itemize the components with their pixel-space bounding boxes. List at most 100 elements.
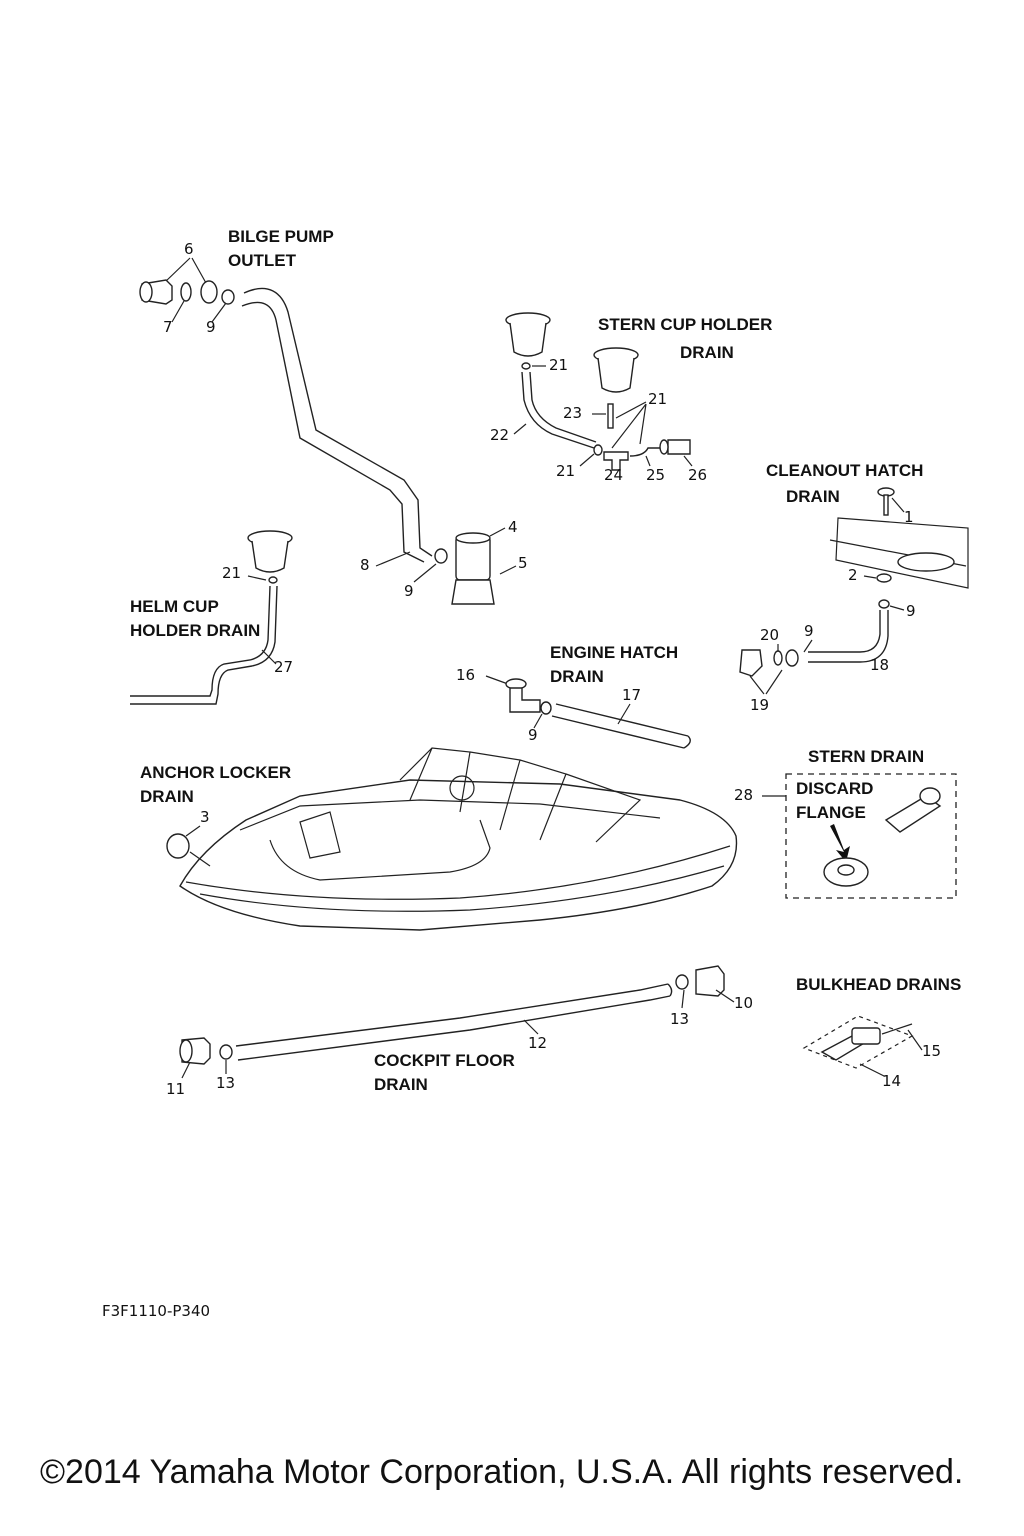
stern-tee-24 bbox=[603, 451, 629, 471]
callout-27: 27 bbox=[274, 658, 293, 676]
callout-20: 20 bbox=[760, 626, 779, 644]
bilge-pump-top bbox=[455, 532, 491, 544]
engine-drain-clamp bbox=[540, 701, 552, 715]
callout-21c: 21 bbox=[556, 462, 575, 480]
callout-9c: 9 bbox=[804, 622, 814, 640]
stern-drain-label: STERN DRAIN bbox=[808, 747, 924, 766]
callout-9e: 9 bbox=[528, 726, 538, 744]
leader-16 bbox=[485, 675, 509, 685]
cleanout-hatch-group: CLEANOUT HATCH DRAIN 1 2 9 18 20 9 19 bbox=[739, 461, 969, 714]
stern-drain-plug-head bbox=[919, 787, 941, 805]
boat-hull bbox=[179, 779, 738, 931]
callout-12: 12 bbox=[528, 1034, 547, 1052]
boat-stripe bbox=[199, 865, 725, 912]
stern-cup-2-body bbox=[597, 357, 635, 393]
leader-15 bbox=[907, 1029, 923, 1051]
thru-hull-fitting-end bbox=[139, 281, 153, 303]
leader-13a bbox=[681, 989, 685, 1009]
engine-hatch-label-1: ENGINE HATCH bbox=[550, 643, 678, 662]
callout-9b: 9 bbox=[906, 602, 916, 620]
callout-5: 5 bbox=[518, 554, 528, 572]
leader-26 bbox=[683, 455, 693, 467]
cockpit-floor-label-1: COCKPIT FLOOR bbox=[374, 1051, 515, 1070]
callout-19: 19 bbox=[750, 696, 769, 714]
helm-cup-body bbox=[251, 540, 289, 573]
cockpit-floor-group: 10 13 12 11 13 COCKPIT FLOOR DRAIN bbox=[166, 965, 753, 1098]
cockpit-hose-end bbox=[667, 983, 673, 997]
cleanout-elbow-fitting bbox=[739, 649, 763, 677]
cockpit-clamp-b bbox=[219, 1044, 233, 1060]
anchor-locker-label-2: DRAIN bbox=[140, 787, 194, 806]
cleanout-hose-b bbox=[808, 610, 889, 663]
callout-10: 10 bbox=[734, 994, 753, 1012]
leader-22 bbox=[513, 423, 527, 435]
stern-drain-group: STERN DRAIN DISCARD FLANGE 28 bbox=[734, 747, 957, 899]
engine-hose-17 bbox=[551, 703, 689, 749]
callout-21d: 21 bbox=[222, 564, 241, 582]
leader-9b bbox=[889, 605, 905, 611]
leader-21d bbox=[247, 575, 267, 581]
cockpit-clamp-a bbox=[675, 974, 689, 990]
hose-clamp bbox=[221, 289, 235, 305]
leader-5 bbox=[499, 565, 517, 575]
stern-hose-22-b bbox=[529, 371, 597, 443]
cockpit-hose-b bbox=[237, 995, 671, 1061]
callout-26: 26 bbox=[688, 466, 707, 484]
bulkhead-screw bbox=[881, 1023, 913, 1035]
stern-cup-holder-label-1: STERN CUP HOLDER bbox=[598, 315, 772, 334]
cleanout-screw-shank bbox=[883, 494, 889, 516]
callout-25: 25 bbox=[646, 466, 665, 484]
leader-8 bbox=[375, 551, 411, 567]
stern-cup-1-clamp bbox=[521, 362, 531, 370]
callout-9: 9 bbox=[206, 318, 216, 336]
stern-clamp-21c bbox=[593, 444, 603, 456]
leader-6 bbox=[163, 257, 207, 284]
callout-21b: 21 bbox=[648, 390, 667, 408]
boat-illustration bbox=[179, 747, 738, 931]
leader-14 bbox=[859, 1063, 885, 1077]
leader-4 bbox=[489, 527, 506, 537]
anchor-plug bbox=[166, 833, 190, 859]
callout-15: 15 bbox=[922, 1042, 941, 1060]
boat-steering-wheel bbox=[449, 775, 475, 801]
callout-17: 17 bbox=[622, 686, 641, 704]
leader-3 bbox=[185, 825, 201, 837]
cleanout-deck-panel bbox=[835, 517, 969, 589]
gasket bbox=[180, 282, 192, 302]
callout-11: 11 bbox=[166, 1080, 185, 1098]
stern-hose-25 bbox=[629, 447, 660, 457]
helm-cup-holder-group: HELM CUP HOLDER DRAIN 21 27 bbox=[130, 530, 293, 705]
cleanout-gasket bbox=[876, 573, 892, 583]
stern-fitting-26 bbox=[667, 439, 691, 455]
callout-1: 1 bbox=[904, 508, 914, 526]
callout-22: 22 bbox=[490, 426, 509, 444]
callout-24: 24 bbox=[604, 466, 623, 484]
cleanout-hatch-label-2: DRAIN bbox=[786, 487, 840, 506]
engine-drain-elbow bbox=[509, 687, 541, 713]
stern-tube-23 bbox=[607, 403, 614, 429]
discard-arrow bbox=[830, 824, 850, 862]
anchor-locker-group: ANCHOR LOCKER DRAIN 3 bbox=[140, 763, 291, 867]
callout-13b: 13 bbox=[216, 1074, 235, 1092]
cockpit-fitting-11-flange bbox=[179, 1039, 193, 1063]
cockpit-floor-label-2: DRAIN bbox=[374, 1075, 428, 1094]
bilge-hose-outline-b bbox=[241, 301, 425, 563]
bulkhead-drains-group: BULKHEAD DRAINS 15 14 bbox=[796, 975, 961, 1090]
stern-drain-box bbox=[785, 773, 957, 899]
engine-hatch-group: ENGINE HATCH DRAIN 16 9 17 bbox=[456, 643, 691, 749]
discard-label: DISCARD bbox=[796, 779, 873, 798]
helm-cup-holder-label-1: HELM CUP bbox=[130, 597, 219, 616]
leader-19 bbox=[749, 669, 783, 695]
stern-drain-flange-hole bbox=[837, 864, 855, 876]
cleanout-hatch-label-1: CLEANOUT HATCH bbox=[766, 461, 923, 480]
leader-21c bbox=[579, 453, 595, 467]
cleanout-hose-a bbox=[808, 610, 881, 653]
stern-drain-plug bbox=[884, 795, 942, 833]
callout-3: 3 bbox=[200, 808, 210, 826]
boat-windshield bbox=[399, 747, 642, 843]
leader-12 bbox=[523, 1019, 539, 1035]
cleanout-clamp bbox=[878, 599, 890, 609]
leader-11 bbox=[181, 1061, 191, 1079]
bilge-pump-outlet-label-2: OUTLET bbox=[228, 251, 297, 270]
cockpit-hose-a bbox=[235, 983, 669, 1047]
